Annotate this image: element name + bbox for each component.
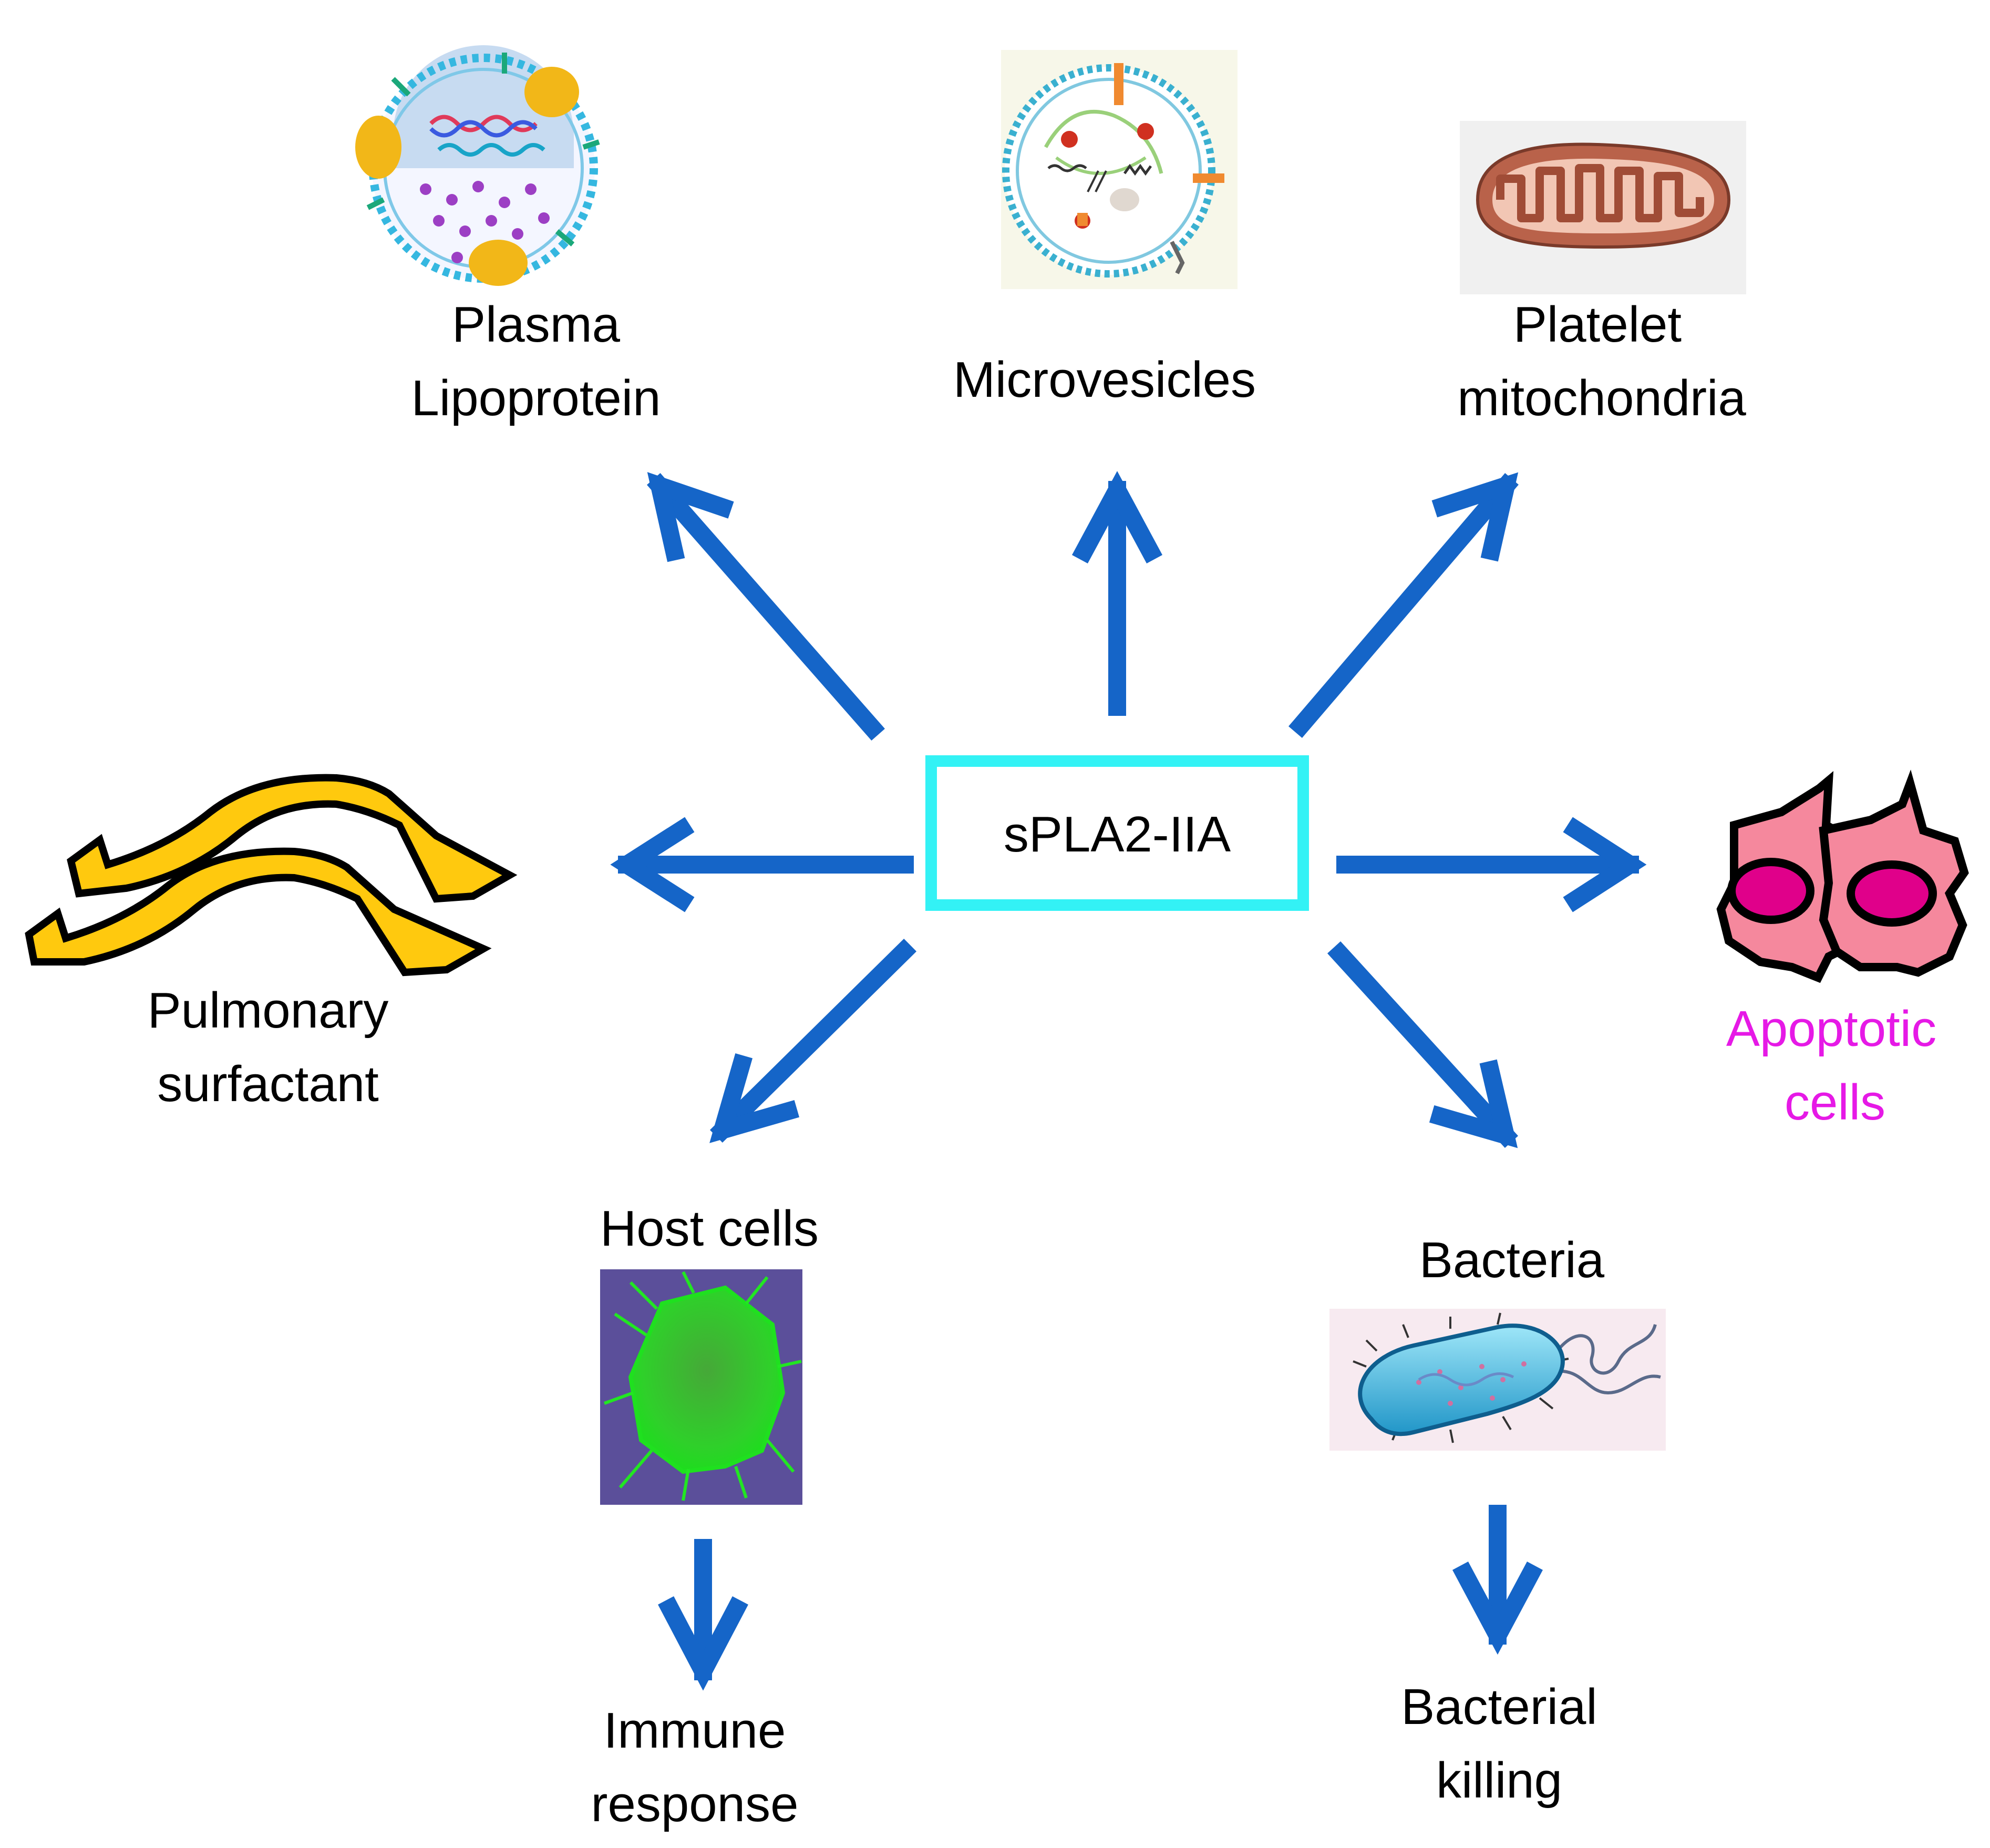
arrow-to-microvesicles [1071, 471, 1163, 716]
arrow-to-apoptotic-cells [1336, 817, 1647, 912]
arrows [610, 471, 1647, 1691]
bacterium-icon [1329, 1309, 1666, 1451]
svg-text:mitochondria: mitochondria [1457, 370, 1746, 426]
svg-text:Bacterial: Bacterial [1401, 1679, 1597, 1735]
arrow-to-immune-response [658, 1539, 748, 1691]
label-platelet-mitochondria: Platelet mitochondria [1457, 296, 1746, 426]
svg-text:surfactant: surfactant [157, 1056, 379, 1112]
arrow-to-plasma-lipoprotein [647, 472, 885, 741]
label-bacterial-killing: Bacterial killing [1401, 1679, 1597, 1809]
center-box [925, 755, 1309, 911]
svg-text:Host cells: Host cells [600, 1200, 819, 1257]
svg-text:killing: killing [1436, 1752, 1562, 1809]
svg-text:response: response [591, 1776, 799, 1832]
microvesicle-icon [1001, 50, 1238, 289]
svg-text:Platelet: Platelet [1513, 296, 1682, 353]
label-plasma-lipoprotein: Plasma Lipoprotein [411, 296, 661, 426]
svg-text:Lipoprotein: Lipoprotein [411, 370, 661, 426]
arrow-to-pulmonary-surfactant [610, 817, 914, 912]
svg-text:Microvesicles: Microvesicles [953, 352, 1256, 408]
arrow-to-host-cells [709, 938, 917, 1143]
center-label: sPLA2-IIA [1004, 806, 1231, 863]
label-host-cells: Host cells [600, 1200, 819, 1257]
arrow-to-platelet-mitochondria [1288, 472, 1519, 738]
mitochondrion-icon [1460, 121, 1746, 294]
svg-text:Bacteria: Bacteria [1419, 1232, 1605, 1288]
lipoprotein-particle-icon [355, 42, 604, 294]
svg-text:Apoptotic: Apoptotic [1726, 1001, 1936, 1057]
svg-text:Pulmonary: Pulmonary [148, 982, 389, 1039]
svg-text:cells: cells [1785, 1074, 1885, 1131]
surfactant-icon [25, 774, 518, 977]
arrow-to-bacterial-killing [1452, 1505, 1543, 1655]
label-microvesicles: Microvesicles [953, 352, 1256, 408]
svg-text:Immune: Immune [604, 1702, 786, 1759]
svg-text:Plasma: Plasma [452, 296, 621, 353]
label-bacteria: Bacteria [1419, 1232, 1605, 1288]
apoptotic-cells-icon [1716, 769, 1969, 983]
label-immune-response: Immune response [591, 1702, 799, 1832]
label-apoptotic-cells: Apoptotic cells [1726, 1001, 1936, 1131]
arrow-to-bacteria [1327, 941, 1519, 1148]
label-pulmonary-surfactant: Pulmonary surfactant [148, 982, 389, 1112]
host-cell-icon [600, 1269, 802, 1505]
